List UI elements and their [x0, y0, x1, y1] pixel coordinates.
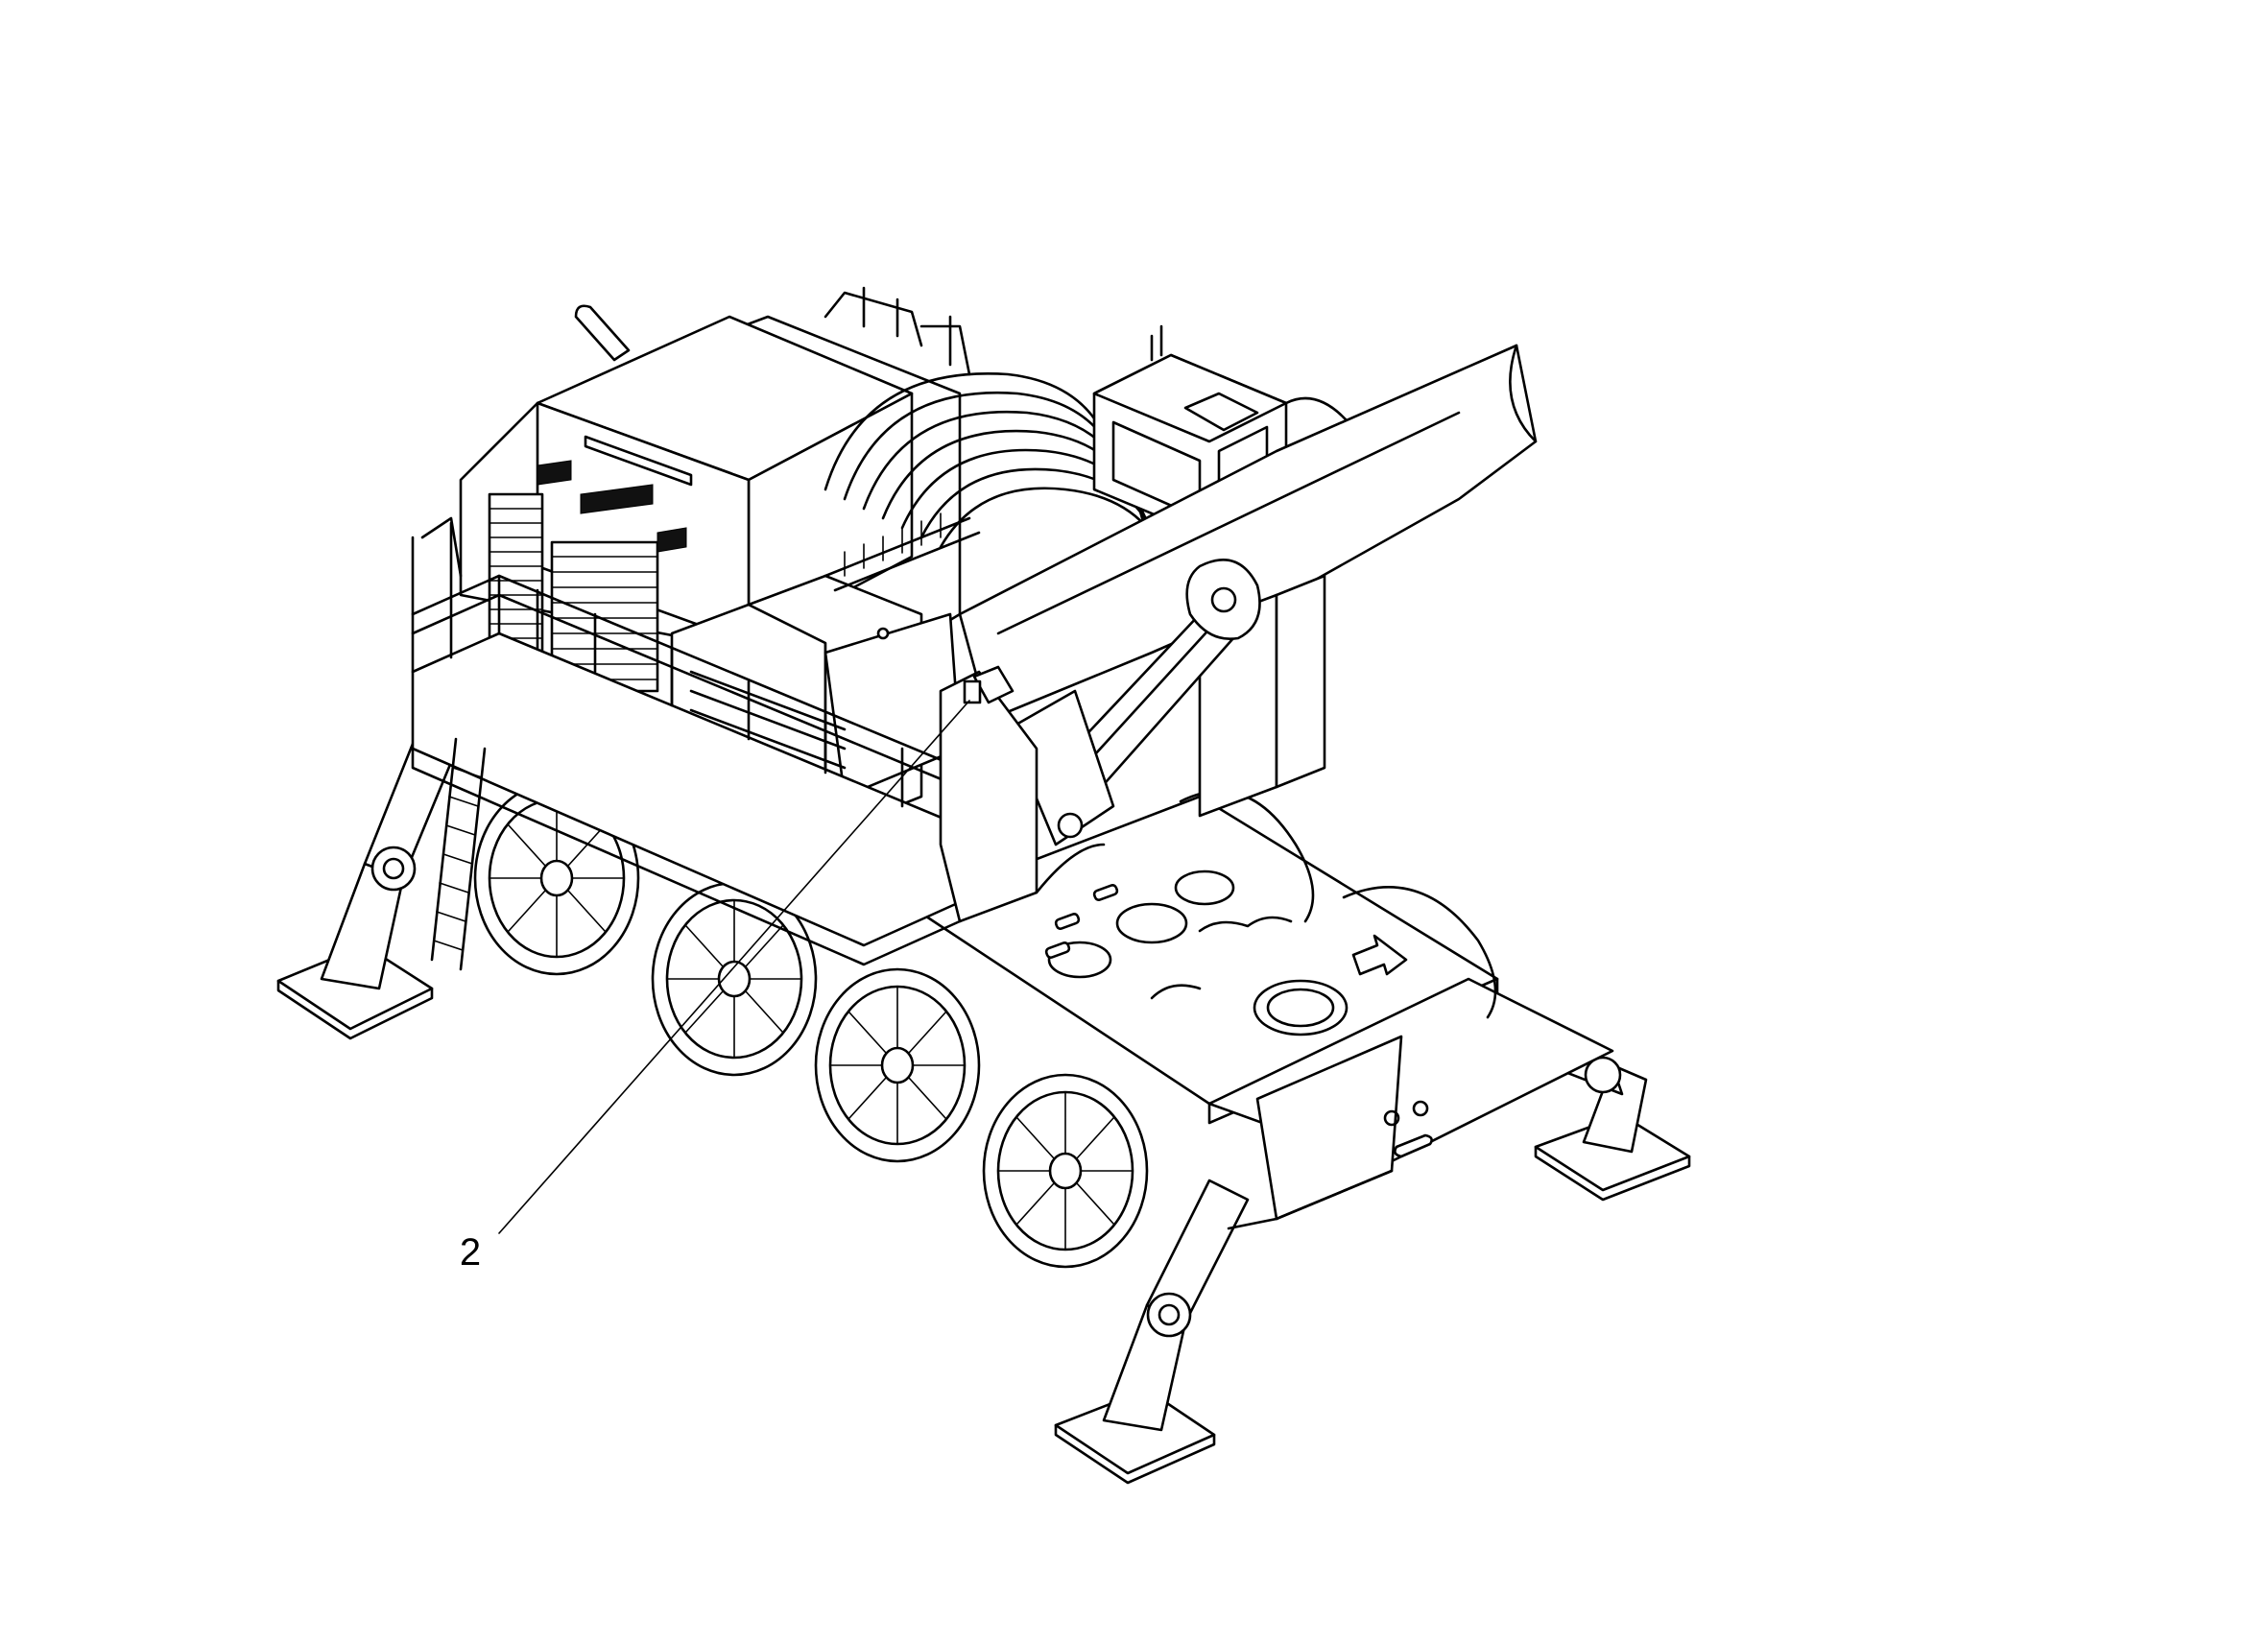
carbody-frame	[910, 795, 1614, 1230]
outrigger-front-bottom	[1054, 1179, 1250, 1485]
wheel-2	[651, 881, 818, 1077]
callout-label: 2	[460, 1231, 481, 1274]
access-ladder	[430, 737, 487, 971]
outrigger-rear-left	[276, 718, 463, 1040]
wheels	[473, 780, 1497, 1269]
boom-cylinder	[1006, 559, 1261, 846]
boom	[958, 344, 1538, 818]
callout-leader-line	[498, 700, 970, 1234]
item-2-component	[963, 679, 982, 704]
boom-foot-bracket	[939, 665, 1106, 923]
wheel-4	[982, 1073, 1149, 1269]
callout-2: 2	[460, 700, 970, 1274]
outrigger-front-right	[1515, 1025, 1691, 1202]
wheel-3	[814, 967, 981, 1163]
